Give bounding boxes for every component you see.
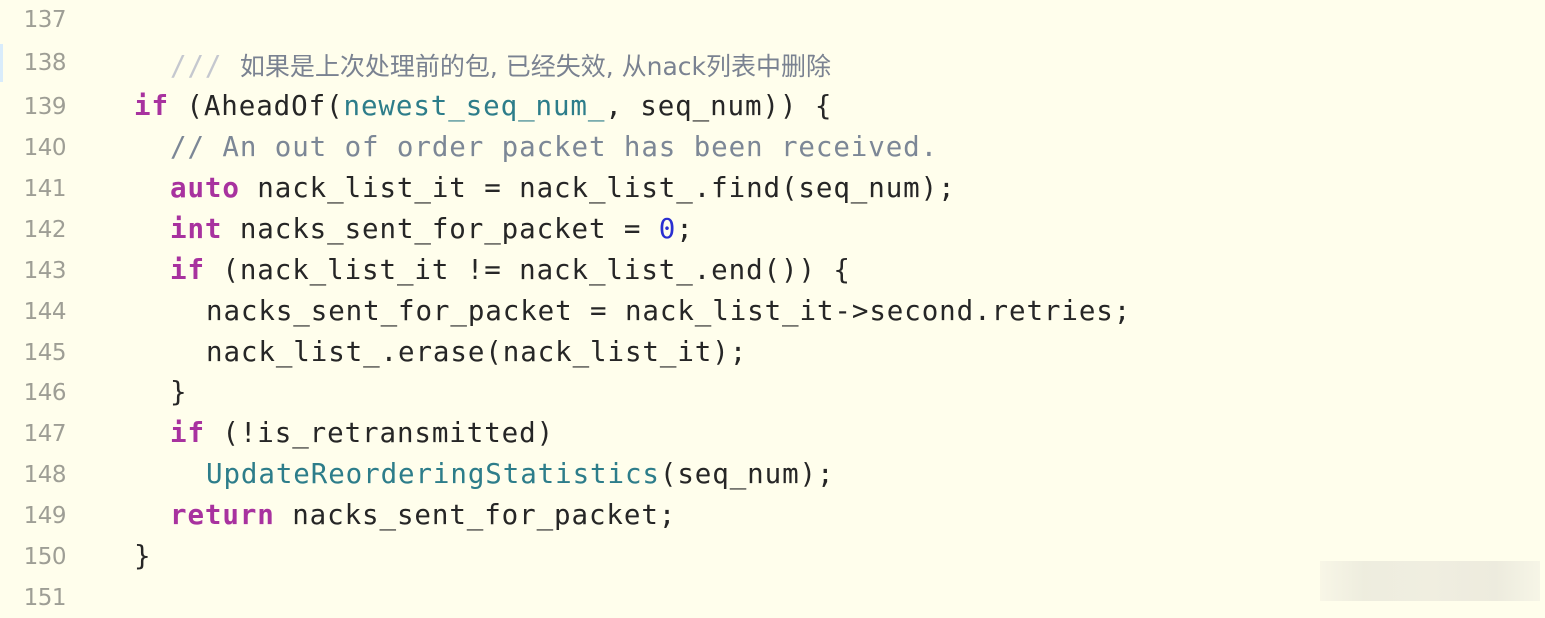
- code-text: nack_list_.erase(nack_list_it);: [206, 336, 747, 368]
- plain-text: nacks_sent_for_packet =: [222, 213, 659, 245]
- line-number: 147: [23, 421, 67, 447]
- line-number: 142: [23, 217, 67, 243]
- code-line: 137: [0, 0, 1545, 40]
- line-number: 144: [23, 299, 67, 325]
- line-number: 148: [23, 462, 67, 488]
- line-number: 137: [23, 7, 67, 33]
- code-line: 150 }: [0, 537, 1545, 577]
- keyword: if: [170, 254, 205, 286]
- plain-text: }: [134, 540, 152, 572]
- doc-comment-text: 如果是上次处理前的包, 已经失效, 从nack列表中删除: [239, 52, 832, 81]
- code-line: 151: [0, 578, 1545, 618]
- code-text: if (!is_retransmitted): [170, 417, 554, 449]
- keyword: return: [170, 499, 275, 531]
- line-number: 140: [23, 135, 67, 161]
- keyword: if: [170, 417, 205, 449]
- line-number: 143: [23, 258, 67, 284]
- line-change-marker: [0, 44, 3, 82]
- plain-text: (nack_list_it != nack_list_.end()) {: [204, 254, 851, 286]
- keyword: if: [134, 90, 169, 122]
- doc-comment-slashes: ///: [170, 50, 240, 82]
- number-literal: 0: [658, 213, 677, 245]
- line-number: 139: [23, 94, 67, 120]
- line-number: 149: [23, 503, 67, 529]
- keyword: int: [170, 213, 223, 245]
- keyword: auto: [170, 172, 240, 204]
- function-call: UpdateReorderingStatistics: [206, 458, 660, 490]
- code-line: 143 if (nack_list_it != nack_list_.end()…: [0, 251, 1545, 291]
- plain-text: (!is_retransmitted): [204, 417, 555, 449]
- code-text: nacks_sent_for_packet = nack_list_it->se…: [206, 295, 1131, 327]
- code-line: 147 if (!is_retransmitted): [0, 414, 1545, 454]
- code-text: // An out of order packet has been recei…: [170, 131, 938, 163]
- plain-text: nack_list_.erase(nack_list_it);: [206, 336, 748, 368]
- code-line: 146 }: [0, 373, 1545, 413]
- line-number: 141: [23, 176, 67, 202]
- code-text: UpdateReorderingStatistics(seq_num);: [206, 458, 834, 490]
- plain-text: , seq_num)) {: [605, 90, 833, 122]
- line-number: 138: [23, 50, 67, 76]
- code-line: 148 UpdateReorderingStatistics(seq_num);: [0, 455, 1545, 495]
- line-number: 150: [23, 544, 67, 570]
- plain-text: (AheadOf(: [168, 90, 344, 122]
- code-text: auto nack_list_it = nack_list_.find(seq_…: [170, 172, 956, 204]
- member-variable: newest_seq_num_: [343, 90, 606, 122]
- code-line: 139 if (AheadOf(newest_seq_num_, seq_num…: [0, 87, 1545, 127]
- code-line: 138 /// 如果是上次处理前的包, 已经失效, 从nack列表中删除: [0, 43, 1545, 83]
- code-text: }: [134, 540, 151, 572]
- plain-text: }: [170, 376, 188, 408]
- code-line: 142 int nacks_sent_for_packet = 0;: [0, 210, 1545, 250]
- code-line: 140 // An out of order packet has been r…: [0, 128, 1545, 168]
- code-line: 145 nack_list_.erase(nack_list_it);: [0, 333, 1545, 373]
- plain-text: nacks_sent_for_packet;: [274, 499, 677, 531]
- plain-text: (seq_num);: [659, 458, 835, 490]
- code-text: if (AheadOf(newest_seq_num_, seq_num)) {: [134, 90, 832, 122]
- plain-text: nacks_sent_for_packet = nack_list_it->se…: [206, 295, 1132, 327]
- code-line: 149 return nacks_sent_for_packet;: [0, 496, 1545, 536]
- code-line: 144 nacks_sent_for_packet = nack_list_it…: [0, 292, 1545, 332]
- code-text: int nacks_sent_for_packet = 0;: [170, 213, 694, 245]
- line-number: 145: [23, 340, 67, 366]
- plain-text: ;: [676, 213, 694, 245]
- code-text: /// 如果是上次处理前的包, 已经失效, 从nack列表中删除: [170, 47, 831, 83]
- code-text: }: [170, 376, 187, 408]
- plain-text: nack_list_it = nack_list_.find(seq_num);: [239, 172, 956, 204]
- code-line: 141 auto nack_list_it = nack_list_.find(…: [0, 169, 1545, 209]
- line-number: 151: [23, 585, 67, 611]
- line-number: 146: [23, 380, 67, 406]
- comment: // An out of order packet has been recei…: [170, 131, 939, 163]
- code-text: return nacks_sent_for_packet;: [170, 499, 676, 531]
- code-text: if (nack_list_it != nack_list_.end()) {: [170, 254, 851, 286]
- blurred-watermark: [1320, 561, 1540, 601]
